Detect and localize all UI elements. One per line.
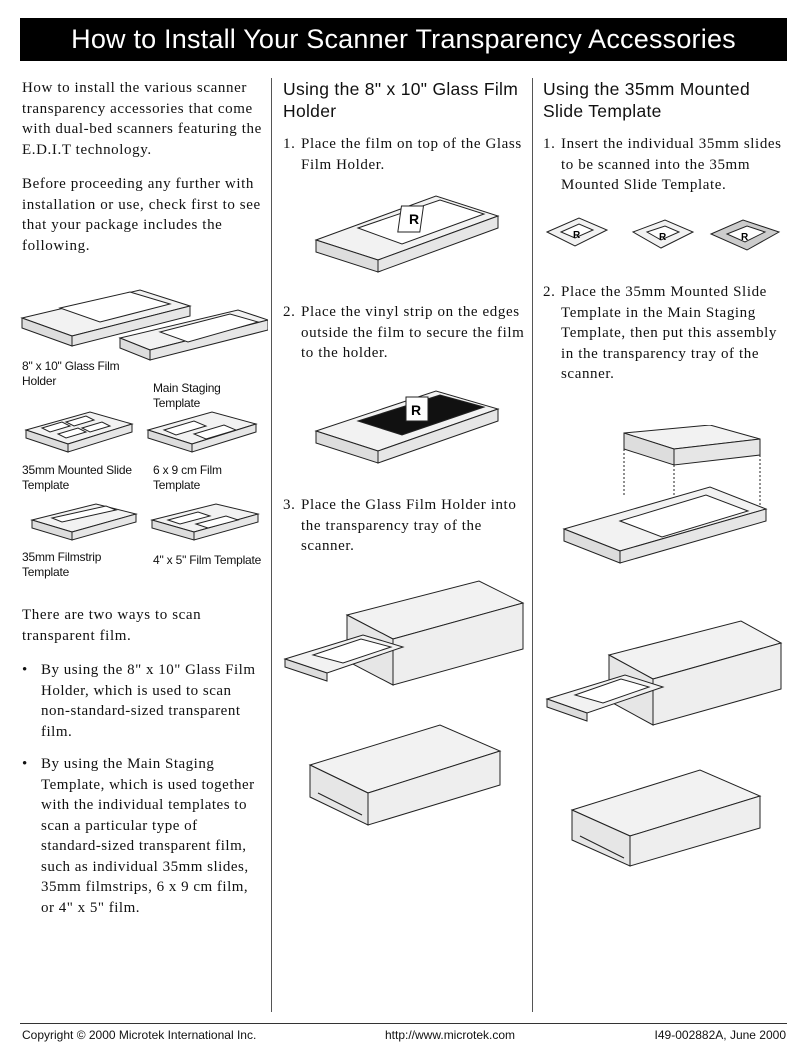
glass-holder-column: Using the 8" x 10" Glass Film Holder 1. … xyxy=(283,78,528,175)
svg-text:R: R xyxy=(741,232,749,243)
footer-url[interactable]: http://www.microtek.com xyxy=(385,1028,516,1042)
footer-copyright: Copyright © 2000 Microtek International … xyxy=(22,1028,257,1042)
package-check-paragraph: Before proceeding any further with insta… xyxy=(22,176,261,254)
accessories-illustration-bottom xyxy=(30,503,260,541)
mounted-slide-label: 35mm Mounted Slide Template xyxy=(22,463,132,492)
intro-column: How to install the various scanner trans… xyxy=(22,78,262,270)
step-text: Place the film on top of the Glass Film … xyxy=(301,136,522,173)
bullet-icon: • xyxy=(22,662,28,678)
list-item: • By using the Main Staging Template, wh… xyxy=(22,754,262,918)
svg-text:R: R xyxy=(411,402,421,418)
glass-section-heading: Using the 8" x 10" Glass Film Holder xyxy=(283,79,519,121)
scanner-closed-illustration xyxy=(308,724,502,826)
instruction-step: 2. Place the vinyl strip on the edges ou… xyxy=(283,302,528,364)
glass-holder-film-illustration: R xyxy=(314,195,500,273)
svg-text:R: R xyxy=(659,232,667,243)
intro-paragraph: How to install the various scanner trans… xyxy=(22,80,262,158)
scan-methods-intro: There are two ways to scan transparent f… xyxy=(22,607,202,644)
scanner-slides-illustration xyxy=(545,620,783,726)
slide-step-2: 2. Place the 35mm Mounted Slide Template… xyxy=(543,282,788,385)
instruction-step: 1. Insert the individual 35mm slides to … xyxy=(543,134,788,196)
slides-illustration: R R R xyxy=(545,217,781,251)
scanner-tray-open-illustration xyxy=(283,580,525,686)
step-text: Place the vinyl strip on the edges outsi… xyxy=(301,304,525,361)
instruction-step: 2. Place the 35mm Mounted Slide Template… xyxy=(543,282,788,385)
column-divider xyxy=(271,78,272,1012)
filmstrip-label: 35mm Filmstrip Template xyxy=(22,550,102,579)
bullet-text: By using the 8" x 10" Glass Film Holder,… xyxy=(41,662,256,740)
instruction-step: 3. Place the Glass Film Holder into the … xyxy=(283,495,528,557)
step-text: Insert the individual 35mm slides to be … xyxy=(561,136,782,193)
step-number: 1. xyxy=(283,136,296,152)
accessories-illustration-middle xyxy=(24,411,258,453)
footer-divider xyxy=(20,1023,787,1024)
staging-assembly-illustration xyxy=(562,425,768,564)
step-text: Place the 35mm Mounted Slide Template in… xyxy=(561,284,778,382)
glass-step-3: 3. Place the Glass Film Holder into the … xyxy=(283,495,528,557)
step-number: 2. xyxy=(543,284,556,300)
step-number: 3. xyxy=(283,497,296,513)
main-staging-label: Main Staging Template xyxy=(153,381,221,410)
accessories-illustration-top xyxy=(20,289,268,361)
bullet-text: By using the Main Staging Template, whic… xyxy=(41,756,255,916)
scanner-closed-slides-illustration xyxy=(570,769,762,867)
svg-text:R: R xyxy=(573,230,581,241)
page-title: How to Install Your Scanner Transparency… xyxy=(71,24,736,54)
column-divider xyxy=(532,78,533,1012)
page-title-banner: How to Install Your Scanner Transparency… xyxy=(20,18,787,61)
bullet-icon: • xyxy=(22,756,28,772)
list-item: • By using the 8" x 10" Glass Film Holde… xyxy=(22,660,262,742)
footer-document-id: I49-002882A, June 2000 xyxy=(654,1028,786,1042)
film-4x5-label: 4" x 5" Film Template xyxy=(153,553,262,567)
svg-text:R: R xyxy=(409,211,419,227)
film-6x9-label: 6 x 9 cm Film Template xyxy=(153,463,222,492)
instruction-step: 1. Place the film on top of the Glass Fi… xyxy=(283,134,528,175)
scan-methods: There are two ways to scan transparent f… xyxy=(22,605,262,930)
glass-step-2: 2. Place the vinyl strip on the edges ou… xyxy=(283,302,528,364)
mounted-slide-column: Using the 35mm Mounted Slide Template 1.… xyxy=(543,78,788,196)
vinyl-strip-illustration: R xyxy=(314,390,500,464)
slide-section-heading: Using the 35mm Mounted Slide Template xyxy=(543,79,750,121)
step-text: Place the Glass Film Holder into the tra… xyxy=(301,497,517,554)
step-number: 2. xyxy=(283,304,296,320)
step-number: 1. xyxy=(543,136,556,152)
glass-holder-label: 8" x 10" Glass Film Holder xyxy=(22,359,120,388)
